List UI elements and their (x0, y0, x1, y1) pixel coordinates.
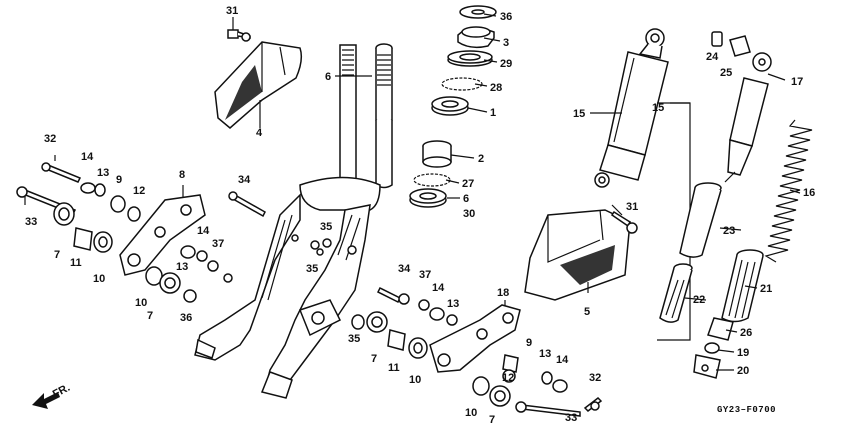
callout-22: 22 (693, 294, 705, 306)
callout-5: 5 (584, 306, 590, 318)
callout-7-left: 7 (54, 249, 60, 261)
shock-disassembled-parts (657, 31, 813, 379)
callout-26: 26 (740, 327, 752, 339)
callout-9-right: 9 (526, 337, 532, 349)
fork-cover-part-4 (214, 41, 303, 129)
callout-31-right: 31 (626, 201, 638, 213)
callout-13-right: 13 (447, 298, 459, 310)
callout-1: 1 (490, 107, 496, 119)
callout-12-left: 12 (133, 185, 145, 197)
callout-35-top: 35 (320, 221, 332, 233)
callout-21: 21 (760, 283, 772, 295)
callout-6-stack: 6 (463, 193, 469, 205)
callout-labels: 31 4 6 36 3 29 28 1 2 27 6 30 15 15 24 2… (25, 5, 815, 426)
right-suspension-arm (429, 304, 521, 373)
callout-34-right: 34 (398, 263, 411, 275)
callout-20: 20 (737, 365, 749, 377)
callout-24: 24 (706, 51, 719, 63)
callout-18: 18 (497, 287, 509, 299)
callout-7-mid: 7 (147, 310, 153, 322)
callout-11-left: 11 (70, 257, 82, 269)
callout-16: 16 (803, 187, 815, 199)
callout-14-far: 14 (556, 354, 569, 366)
callout-9-left: 9 (116, 174, 122, 186)
callout-31-top: 31 (226, 5, 238, 17)
callout-7-right: 7 (371, 353, 377, 365)
callout-27: 27 (462, 178, 474, 190)
callout-30: 30 (463, 208, 475, 220)
callout-14-mid: 14 (197, 225, 210, 237)
callout-14-left: 14 (81, 151, 94, 163)
shock-cover-part-5 (524, 209, 631, 301)
callout-10-right: 10 (409, 374, 421, 386)
front-direction-arrow: FR. (32, 382, 72, 409)
callout-14-right: 14 (432, 282, 445, 294)
callout-17: 17 (791, 76, 803, 88)
lower-bearing-stack (409, 140, 452, 208)
callout-4: 4 (256, 127, 263, 139)
callout-13-left: 13 (97, 167, 109, 179)
callout-13-mid: 13 (176, 261, 188, 273)
callout-28: 28 (490, 82, 502, 94)
leader-lines (24, 13, 801, 371)
callout-29: 29 (500, 58, 512, 70)
left-suspension-arm (119, 194, 206, 276)
callout-34-left: 34 (238, 174, 251, 186)
callout-6-fork: 6 (325, 71, 331, 83)
callout-35-bottom: 35 (348, 333, 360, 345)
callout-33-left: 33 (25, 216, 37, 228)
callout-32-left: 32 (44, 133, 56, 145)
diagram-code: GY23–F0700 (717, 405, 776, 415)
callout-8: 8 (179, 169, 185, 181)
callout-3: 3 (503, 37, 509, 49)
callout-10-mid: 10 (135, 297, 147, 309)
callout-32-right: 32 (589, 372, 601, 384)
callout-12-right: 12 (502, 372, 514, 384)
callout-13-far: 13 (539, 348, 551, 360)
callout-35-mid: 35 (306, 263, 318, 275)
steering-head-stack (431, 5, 497, 116)
right-small-parts (316, 248, 603, 417)
callout-37-left: 37 (212, 238, 224, 250)
callout-19: 19 (737, 347, 749, 359)
callout-10-left: 10 (93, 273, 105, 285)
callout-36-bottom: 36 (180, 312, 192, 324)
front-indicator-label: FR. (51, 382, 72, 401)
callout-2: 2 (478, 153, 484, 165)
callout-15-shock: 15 (573, 108, 585, 120)
shock-absorber-assembly (594, 28, 669, 188)
callout-23: 23 (723, 225, 735, 237)
callout-37-right: 37 (419, 269, 431, 281)
callout-7-bottom: 7 (489, 414, 495, 426)
callout-36-top: 36 (500, 11, 512, 23)
callout-10-bottom: 10 (465, 407, 477, 419)
front-fork-assembly (194, 43, 393, 399)
bolt-part-31-top (227, 29, 251, 42)
callout-15-parts: 15 (652, 102, 664, 114)
bolt-part-31-right (610, 210, 638, 234)
callout-33-right: 33 (565, 412, 577, 424)
callout-25: 25 (720, 67, 732, 79)
callout-11-right: 11 (388, 362, 400, 374)
left-small-parts (16, 162, 332, 303)
